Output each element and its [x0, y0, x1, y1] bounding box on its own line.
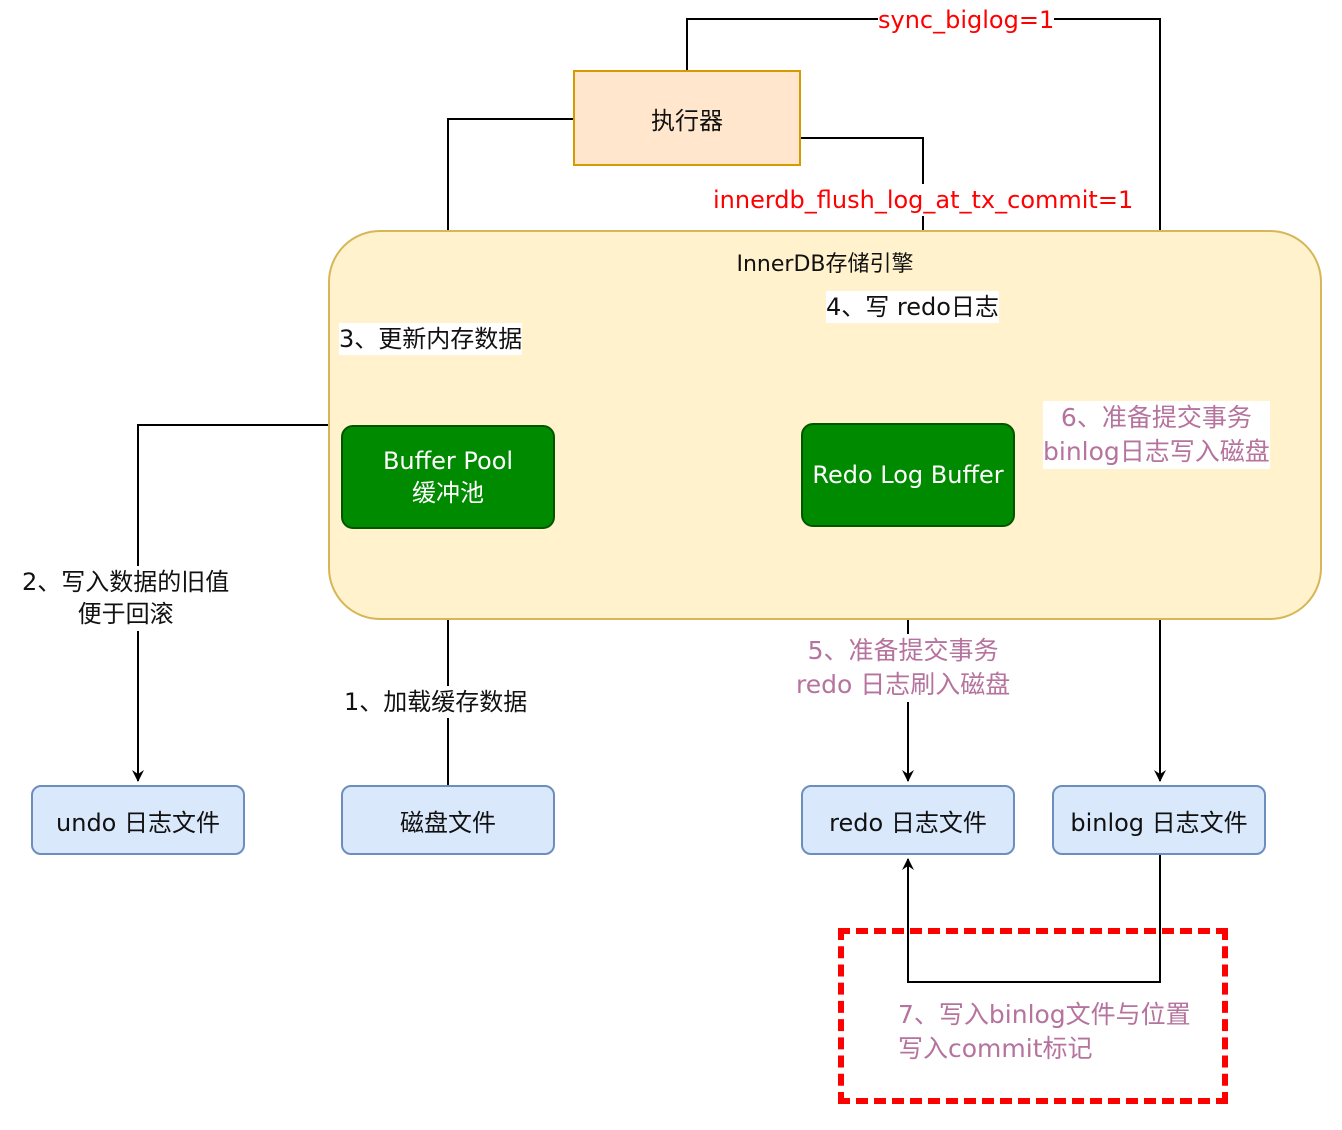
step7-line2: 写入commit标记: [898, 1033, 1093, 1063]
edge-binlog-to-redo-file: [902, 855, 1161, 983]
binlog-file-node[interactable]: binlog 日志文件: [1052, 785, 1266, 855]
redo-log-file-node[interactable]: redo 日志文件: [801, 785, 1015, 855]
step4-label: 4、写 redo日志: [826, 291, 999, 324]
buffer-pool-title: Buffer Pool: [382, 446, 514, 475]
step1-label: 1、加载缓存数据: [344, 686, 528, 719]
redo-log-buffer-node[interactable]: Redo Log Buffer: [801, 423, 1015, 527]
engine-title: InnerDB存储引擎: [736, 252, 914, 277]
disk-file-node[interactable]: 磁盘文件: [341, 785, 555, 855]
step2-line1: 2、写入数据的旧值: [22, 568, 230, 596]
buffer-pool-subtitle: 缓冲池: [412, 479, 484, 507]
binlog-file-label: binlog 日志文件: [1070, 808, 1248, 837]
step5-line1: 5、准备提交事务: [807, 636, 999, 665]
step6-line1: 6、准备提交事务: [1060, 403, 1252, 432]
redo-log-buffer-label: Redo Log Buffer: [812, 460, 1004, 489]
edge-engine-to-undo: [132, 424, 328, 782]
executor-label: 执行器: [651, 106, 723, 135]
undo-log-file-node[interactable]: undo 日志文件: [31, 785, 245, 855]
step6-line2: binlog日志写入磁盘: [1043, 436, 1270, 466]
step2-label: 2、写入数据的旧值 便于回滚: [22, 566, 230, 631]
buffer-pool-node[interactable]: Buffer Pool 缓冲池: [341, 425, 555, 529]
step3-label: 3、更新内存数据: [339, 323, 523, 356]
step5-label: 5、准备提交事务 redo 日志刷入磁盘: [796, 634, 1011, 702]
redo-log-file-label: redo 日志文件: [829, 808, 987, 837]
undo-log-file-label: undo 日志文件: [56, 808, 220, 837]
sync-binlog-label: sync_biglog=1: [878, 4, 1055, 37]
commit-step-highlight: [838, 928, 1228, 1104]
executor-node[interactable]: 执行器: [573, 70, 801, 166]
step2-line2: 便于回滚: [77, 600, 174, 629]
step5-line2: redo 日志刷入磁盘: [796, 669, 1011, 699]
step7-line1: 7、写入binlog文件与位置: [898, 1000, 1191, 1029]
disk-file-label: 磁盘文件: [400, 808, 496, 837]
step7-label: 7、写入binlog文件与位置 写入commit标记: [898, 998, 1191, 1066]
flush-log-label: innerdb_flush_log_at_tx_commit=1: [713, 184, 1134, 217]
step6-label: 6、准备提交事务 binlog日志写入磁盘: [1043, 401, 1270, 469]
